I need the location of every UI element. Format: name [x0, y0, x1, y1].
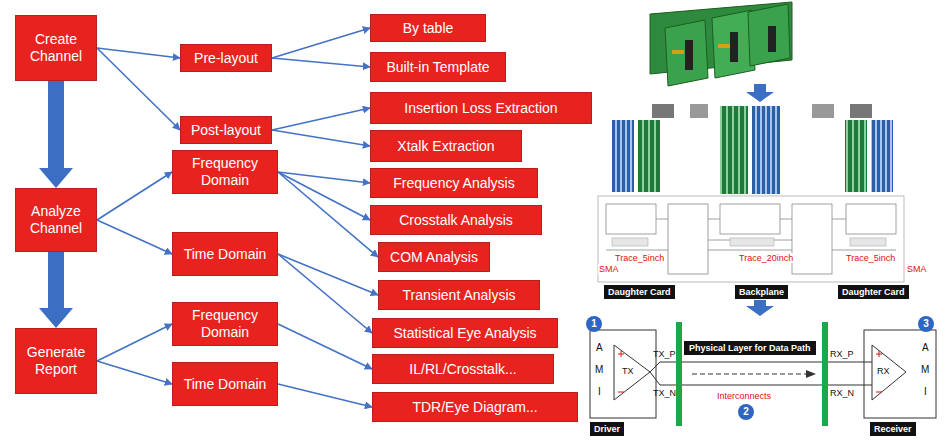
block-letter: A [596, 342, 603, 354]
connector-arrow [97, 172, 172, 220]
box-text: Statistical Eye Analysis [393, 325, 536, 342]
process-box: Crosstalk Analysis [370, 205, 542, 235]
box-text: Transient Analysis [402, 287, 515, 304]
box-text: TDR/Eye Diagram... [412, 399, 537, 416]
connector-arrow [97, 324, 172, 361]
flow-arrow [39, 81, 73, 188]
layer-label: Physical Layer for Data Path [684, 341, 816, 355]
block-letter: I [924, 386, 927, 398]
flow-arrow [746, 84, 774, 102]
process-box: Time Domain [172, 232, 278, 276]
connector-label: SMA [906, 264, 928, 274]
process-box: COM Analysis [378, 242, 490, 272]
box-text: Frequency Analysis [393, 175, 514, 192]
connector-arrow [97, 48, 180, 130]
signal-name: TX_N [653, 388, 676, 398]
signal-name: RX_N [830, 388, 854, 398]
connector-arrow [97, 361, 172, 384]
box-text: Frequency Domain [178, 307, 272, 341]
block-letter: M [595, 364, 603, 376]
block-letter: A [922, 342, 929, 354]
process-box: Frequency Domain [172, 302, 278, 346]
box-text: COM Analysis [390, 249, 478, 266]
amplifier-label: RX [877, 366, 890, 376]
process-box: Frequency Domain [172, 150, 278, 194]
connector-arrow [97, 48, 180, 58]
channel-model [598, 104, 904, 282]
connector-arrow [97, 220, 172, 254]
process-box: By table [370, 14, 486, 42]
box-text: Generate Report [21, 344, 91, 378]
trace-label: Trace_5inch [845, 253, 896, 263]
process-box: TDR/Eye Diagram... [372, 392, 578, 422]
connector-label: SMA [598, 264, 620, 274]
box-text: Frequency Domain [178, 155, 272, 189]
process-box: Statistical Eye Analysis [372, 318, 558, 348]
process-box: Pre-layout [180, 44, 272, 72]
process-box: IL/RL/Crosstalk... [372, 354, 554, 384]
box-text: IL/RL/Crosstalk... [409, 361, 516, 378]
box-text: By table [403, 20, 454, 37]
process-box: Xtalk Extraction [370, 130, 522, 162]
connector-arrow [272, 58, 370, 67]
backplane-photo [650, 2, 792, 86]
interconnect-label: Interconnects [716, 391, 772, 401]
callout-number: 3 [918, 316, 934, 332]
section-label: Daughter Card [838, 285, 909, 299]
amplifier-label: TX [622, 366, 634, 376]
callout-number: 2 [738, 404, 754, 420]
section-label: Daughter Card [604, 285, 675, 299]
process-box: Analyze Channel [15, 188, 97, 252]
process-box: Generate Report [15, 328, 97, 394]
block-label: Receiver [870, 422, 916, 436]
process-box: Create Channel [15, 15, 97, 81]
connector-arrow [272, 130, 370, 146]
box-text: Time Domain [184, 376, 267, 393]
trace-label: Trace_20inch [738, 253, 794, 263]
connector-arrow [272, 108, 370, 130]
box-text: Insertion Loss Extraction [404, 100, 557, 117]
trace-label: Trace_5inch [614, 253, 665, 263]
connector-arrow [278, 384, 372, 407]
box-text: Xtalk Extraction [397, 138, 494, 155]
block-label: Driver [590, 422, 624, 436]
process-box: Built-in Template [370, 52, 506, 82]
connector-arrow [278, 172, 378, 257]
connector-arrow [278, 254, 378, 295]
connector-arrow [278, 324, 372, 369]
flow-arrow [746, 300, 774, 316]
box-text: Crosstalk Analysis [399, 212, 513, 229]
signal-name: TX_P [653, 349, 676, 359]
connector-arrow [278, 172, 370, 183]
process-box: Time Domain [172, 362, 278, 406]
flow-arrow [39, 252, 73, 328]
box-text: Built-in Template [386, 59, 489, 76]
block-letter: M [921, 364, 929, 376]
process-box: Transient Analysis [378, 280, 540, 310]
connector-arrow [272, 28, 370, 58]
connector-arrow [278, 254, 372, 333]
callout-number: 1 [586, 316, 602, 332]
block-letter: I [598, 386, 601, 398]
box-text: Analyze Channel [21, 203, 91, 237]
box-text: Post-layout [191, 122, 261, 139]
section-label: Backplane [735, 285, 788, 299]
process-box: Frequency Analysis [370, 168, 538, 198]
process-box: Insertion Loss Extraction [370, 92, 592, 124]
box-text: Pre-layout [194, 50, 258, 67]
process-box: Post-layout [180, 116, 272, 144]
box-text: Create Channel [21, 31, 91, 65]
signal-name: RX_P [830, 349, 854, 359]
box-text: Time Domain [184, 246, 267, 263]
connector-arrow [278, 172, 370, 220]
data-path-schematic [590, 322, 936, 426]
